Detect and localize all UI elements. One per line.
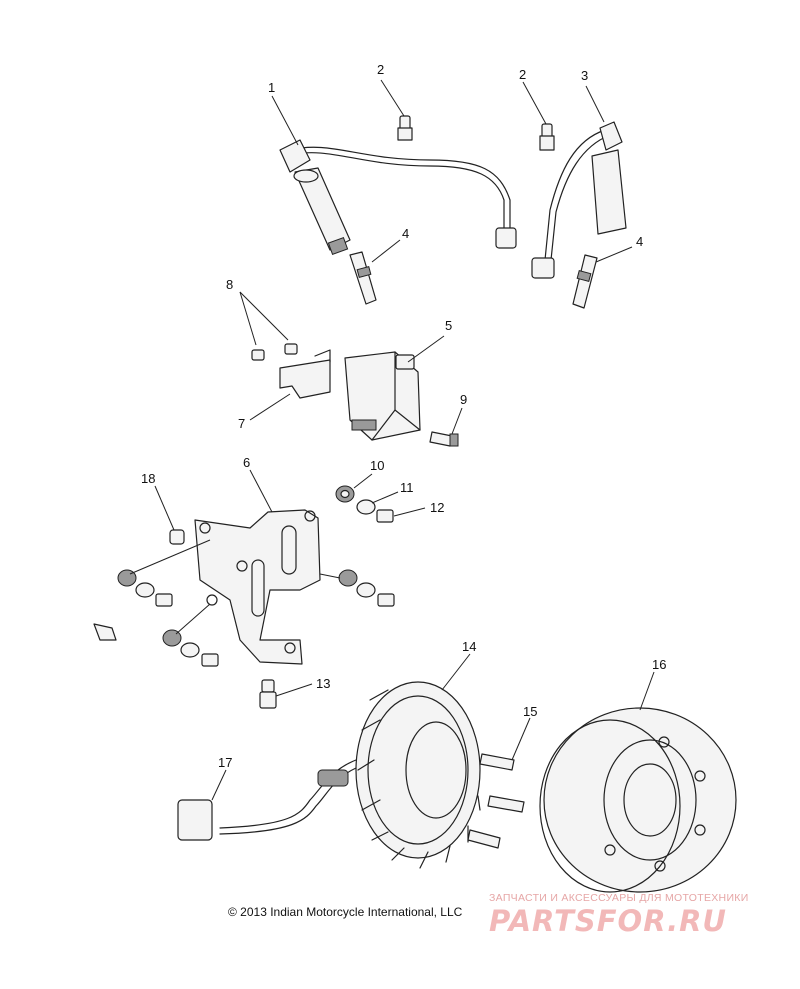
callout-8: 8 (226, 277, 233, 292)
bolt-12 (376, 509, 394, 523)
callout-16: 16 (652, 657, 666, 672)
bolt-2-left (397, 115, 413, 141)
flywheel (539, 707, 737, 893)
callout-18: 18 (141, 471, 155, 486)
bolt-9 (429, 431, 459, 447)
washer-11 (356, 499, 376, 515)
callout-4-left: 4 (402, 226, 409, 241)
spark-plug-left (349, 251, 377, 305)
callout-13: 13 (316, 676, 330, 691)
callout-9: 9 (460, 392, 467, 407)
watermark-logo: PARTSFOR.RU (489, 904, 727, 938)
callout-6: 6 (243, 455, 250, 470)
copyright-notice: © 2013 Indian Motorcycle International, … (228, 905, 463, 919)
callout-12: 12 (430, 500, 444, 515)
screw-8b (284, 343, 298, 355)
callout-3: 3 (581, 68, 588, 83)
sensor-switch (93, 623, 117, 641)
watermark-tagline: ЗАПЧАСТИ И АКСЕССУАРЫ ДЛЯ МОТОТЕХНИКИ (489, 892, 749, 904)
bolt-13 (259, 679, 277, 709)
callout-2-right: 2 (519, 67, 526, 82)
callout-4-right: 4 (636, 234, 643, 249)
bracket-7 (279, 349, 331, 399)
stator (355, 681, 481, 869)
callout-labels: 1 2 2 3 4 4 5 6 7 8 9 10 11 12 13 14 15 … (141, 62, 666, 770)
callout-7: 7 (238, 416, 245, 431)
callout-2-left: 2 (377, 62, 384, 77)
stator-harness (177, 759, 357, 841)
bolt-2-right (539, 123, 555, 151)
screw-8a (251, 349, 265, 361)
nut-18 (169, 529, 185, 545)
callout-17: 17 (218, 755, 232, 770)
stator-bolts (467, 753, 525, 849)
ignition-coil-right (531, 121, 627, 279)
spark-plug-right (572, 254, 598, 309)
callout-14: 14 (462, 639, 476, 654)
nut-10 (335, 485, 355, 503)
callout-1: 1 (268, 80, 275, 95)
hardware-set-left (117, 569, 395, 667)
callout-5: 5 (445, 318, 452, 333)
callout-10: 10 (370, 458, 384, 473)
callout-11: 11 (400, 480, 414, 495)
leader-lines (129, 79, 655, 801)
callout-15: 15 (523, 704, 537, 719)
control-module (344, 351, 421, 441)
mounting-bracket (194, 509, 321, 665)
ignition-coil-left (279, 139, 517, 256)
